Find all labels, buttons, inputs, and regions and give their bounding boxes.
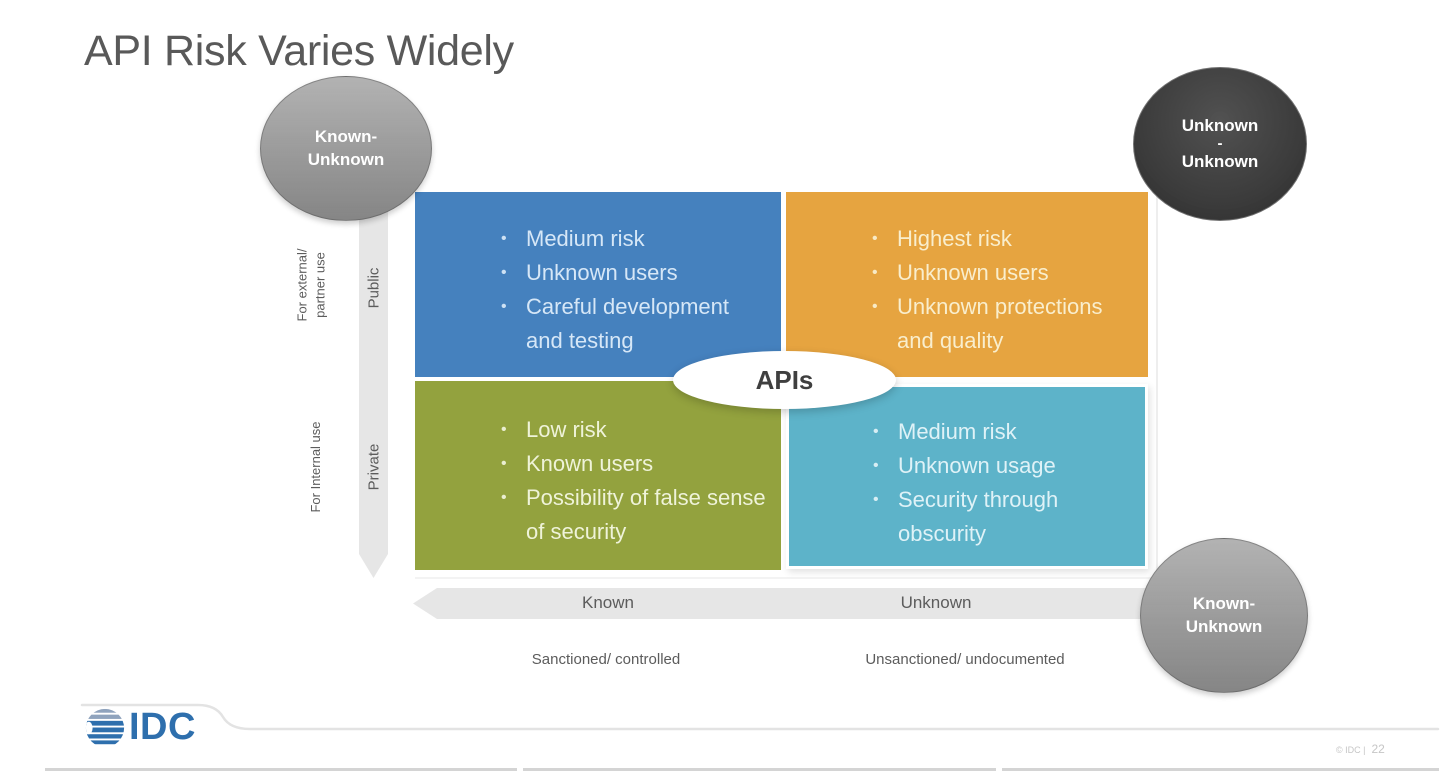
axis-sublabel-sanctioned: Sanctioned/ controlled bbox=[531, 651, 681, 668]
bullet-list: Highest riskUnknown usersUnknown protect… bbox=[786, 192, 1148, 358]
axis-label-external-use: For external/ partner use bbox=[293, 249, 328, 322]
x-axis-arrow bbox=[413, 588, 1150, 619]
bubble-label-dash: - bbox=[1217, 135, 1223, 152]
bullet-item: Security through obscurity bbox=[871, 483, 1133, 551]
bullet-item: Unknown usage bbox=[871, 449, 1133, 483]
bubble-label-line: Unknown bbox=[1181, 152, 1259, 171]
idc-logo: IDC bbox=[84, 706, 196, 749]
axis-label-internal-use: For Internal use bbox=[308, 421, 324, 513]
bubble-label-line: Known- bbox=[314, 127, 378, 147]
bullet-item: Medium risk bbox=[499, 222, 769, 256]
idc-logo-text: IDC bbox=[129, 706, 196, 748]
apis-label: APIs bbox=[755, 364, 814, 395]
axis-label-public: Public bbox=[365, 267, 383, 309]
y-axis-arrow bbox=[359, 195, 388, 578]
bullet-item: Possibility of false sense of security bbox=[499, 481, 769, 549]
axis-label-external-line2: partner use bbox=[312, 252, 327, 318]
bullet-item: Low risk bbox=[499, 413, 769, 447]
quadrant-private-unknown: Medium riskUnknown usageSecurity through… bbox=[786, 384, 1148, 569]
bubble-label-line: Unknown bbox=[1181, 115, 1259, 135]
axis-label-known: Known bbox=[582, 593, 634, 612]
axis-sublabel-unsanctioned: Unsanctioned/ undocumented bbox=[865, 651, 1065, 668]
bubble-known-unknown-bottom: Known- Unknown bbox=[1140, 538, 1308, 693]
bullet-item: Highest risk bbox=[870, 222, 1136, 256]
axis-label-unknown: Unknown bbox=[900, 593, 972, 612]
bullet-item: Unknown protections and quality bbox=[870, 290, 1136, 358]
bubble-unknown-unknown: Unknown - Unknown bbox=[1133, 67, 1307, 221]
quadrant-public-known: Medium riskUnknown usersCareful developm… bbox=[415, 192, 781, 377]
bullet-item: Unknown users bbox=[870, 256, 1136, 290]
bullet-list: Low riskKnown usersPossibility of false … bbox=[415, 381, 781, 549]
footer-note: © IDC | 22 bbox=[1336, 742, 1385, 756]
bullet-item: Known users bbox=[499, 447, 769, 481]
decorative-swoosh-line bbox=[80, 703, 1440, 731]
bubble-label-line: Unknown bbox=[1185, 616, 1263, 636]
bubble-known-unknown-top: Known- Unknown bbox=[260, 76, 432, 221]
bullet-item: Medium risk bbox=[871, 415, 1133, 449]
bubble-label-line: Unknown bbox=[307, 149, 385, 169]
slide-title: API Risk Varies Widely bbox=[84, 27, 514, 75]
matrix-outline bbox=[415, 191, 1158, 579]
footer-copyright: © IDC | bbox=[1336, 745, 1366, 755]
slide-number: 22 bbox=[1371, 742, 1385, 756]
bottom-border-segment bbox=[1002, 768, 1439, 771]
axis-label-external-line1: For external/ bbox=[294, 248, 310, 322]
bottom-border-segment bbox=[523, 768, 996, 771]
bullet-list: Medium riskUnknown usersCareful developm… bbox=[415, 192, 781, 358]
bullet-item: Careful development and testing bbox=[499, 290, 769, 358]
bullet-item: Unknown users bbox=[499, 256, 769, 290]
bullet-list: Medium riskUnknown usageSecurity through… bbox=[789, 387, 1145, 551]
quadrant-private-known: Low riskKnown usersPossibility of false … bbox=[415, 381, 781, 570]
quadrant-public-unknown: Highest riskUnknown usersUnknown protect… bbox=[786, 192, 1148, 377]
idc-globe-icon bbox=[85, 708, 125, 744]
axis-label-private: Private bbox=[365, 443, 383, 491]
bottom-border-segment bbox=[45, 768, 517, 771]
apis-ellipse: APIs bbox=[673, 351, 896, 409]
bubble-label-line: Known- bbox=[1192, 594, 1256, 614]
